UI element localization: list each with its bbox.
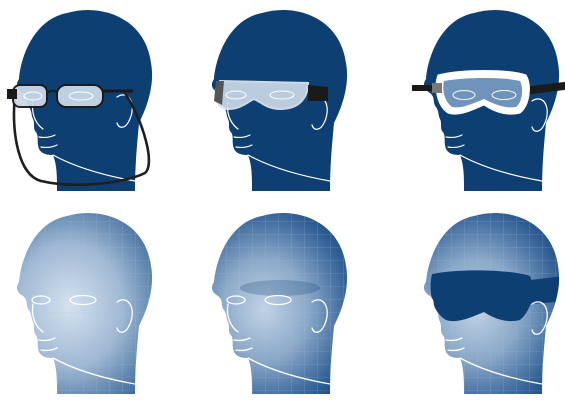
head-exposure-map-full [5,208,175,403]
head-with-wraparound-glasses [200,5,370,200]
head-exposure-map-goggle-shadow [412,208,565,403]
head-exposure-map-partial [200,208,370,403]
head-with-goggles [412,5,565,200]
head-with-safety-spectacles-and-cord [5,5,175,200]
